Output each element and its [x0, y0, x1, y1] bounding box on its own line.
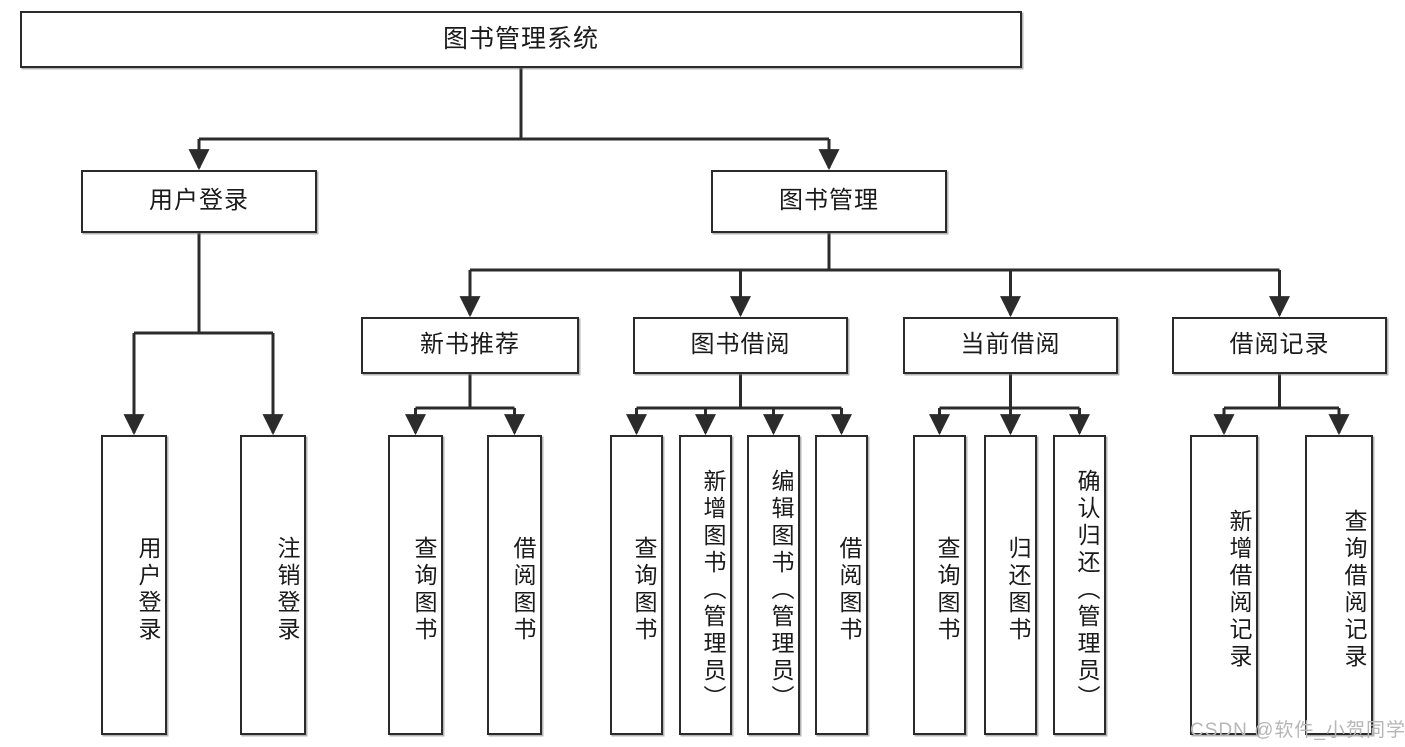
level2-node-1[interactable]: 图书管理 — [711, 170, 947, 233]
node-label: 查询图书 — [411, 536, 437, 644]
node-label: 新书推荐 — [420, 331, 520, 359]
leaf-node-9[interactable]: 归还图书 — [984, 435, 1037, 735]
node-label: 编辑图书（管理员） — [768, 468, 794, 712]
root-node-0[interactable]: 图书管理系统 — [20, 11, 1022, 68]
leaf-node-10[interactable]: 确认归还（管理员） — [1053, 435, 1106, 735]
node-label: 确认归还（管理员） — [1074, 468, 1100, 712]
node-label: 借阅图书 — [510, 536, 536, 644]
node-label: 注销登录 — [274, 536, 300, 644]
leaf-node-0[interactable]: 用户登录 — [101, 435, 167, 735]
node-label: 图书管理系统 — [442, 24, 599, 53]
leaf-node-1[interactable]: 注销登录 — [240, 435, 306, 735]
node-label: 查询图书 — [631, 536, 657, 644]
csdn-watermark: CSDN @软件_小贺同学 — [1190, 720, 1405, 741]
node-label: 新增借阅记录 — [1226, 509, 1252, 671]
level3-node-3[interactable]: 借阅记录 — [1172, 317, 1387, 374]
leaf-node-8[interactable]: 查询图书 — [913, 435, 966, 735]
leaf-node-11[interactable]: 新增借阅记录 — [1190, 435, 1258, 735]
leaf-node-7[interactable]: 借阅图书 — [815, 435, 868, 735]
level3-node-2[interactable]: 当前借阅 — [903, 317, 1118, 374]
node-label: 用户登录 — [149, 187, 249, 215]
node-label: 当前借阅 — [960, 331, 1061, 359]
leaf-node-3[interactable]: 借阅图书 — [487, 435, 542, 735]
node-label: 查询借阅记录 — [1341, 509, 1367, 671]
node-label: 借阅图书 — [836, 536, 862, 644]
leaf-node-12[interactable]: 查询借阅记录 — [1305, 435, 1373, 735]
leaf-node-4[interactable]: 查询图书 — [610, 435, 663, 735]
level3-node-1[interactable]: 图书借阅 — [633, 317, 848, 374]
leaf-node-5[interactable]: 新增图书（管理员） — [679, 435, 732, 735]
node-label: 图书借阅 — [690, 331, 791, 359]
node-label: 查询图书 — [934, 536, 960, 644]
leaf-node-6[interactable]: 编辑图书（管理员） — [747, 435, 800, 735]
level2-node-0[interactable]: 用户登录 — [81, 170, 317, 233]
node-label: 新增图书（管理员） — [700, 468, 726, 712]
level3-node-0[interactable]: 新书推荐 — [361, 317, 579, 374]
node-label: 用户登录 — [135, 536, 161, 644]
node-label: 归还图书 — [1005, 536, 1031, 644]
node-label: 图书管理 — [779, 187, 879, 215]
node-label: 借阅记录 — [1229, 331, 1330, 359]
leaf-node-2[interactable]: 查询图书 — [388, 435, 443, 735]
